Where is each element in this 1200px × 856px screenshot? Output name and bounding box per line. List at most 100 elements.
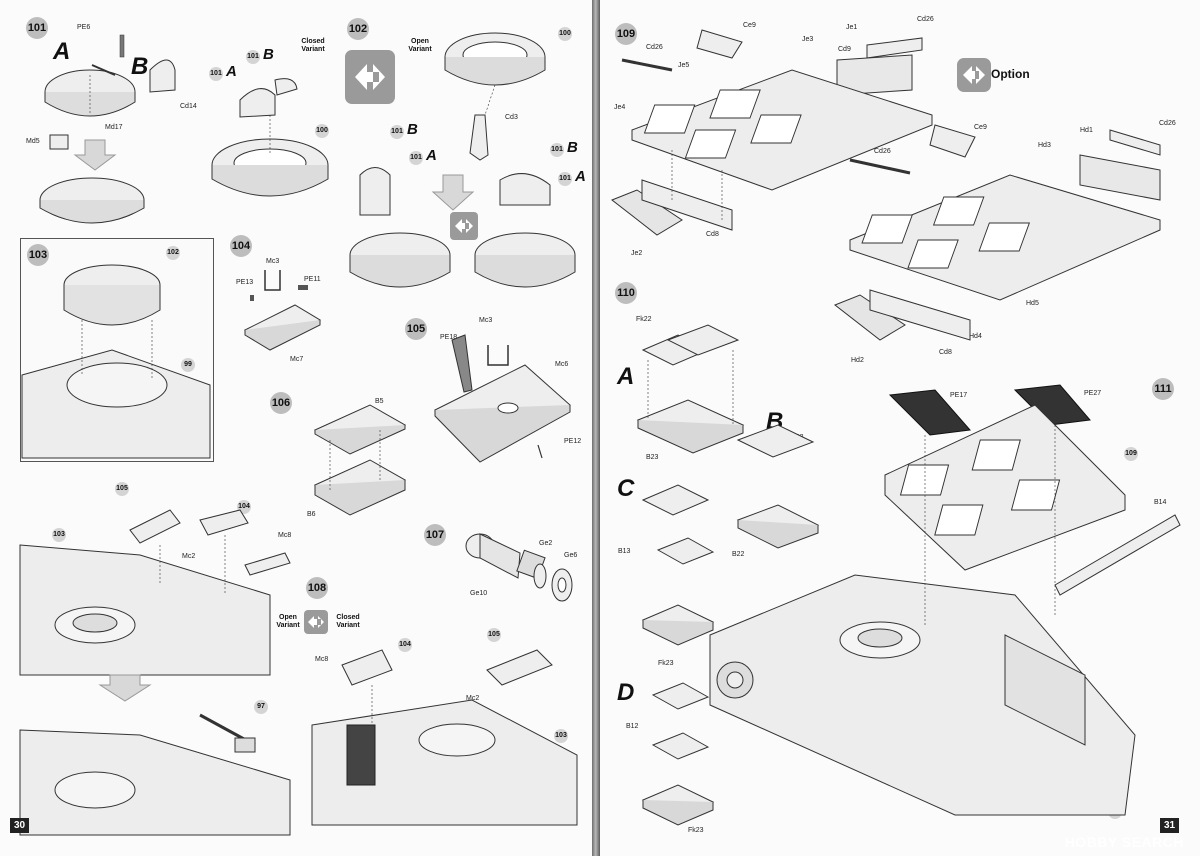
step-102-badge: 102 xyxy=(347,18,369,40)
part-label-mc2-108: Mc2 xyxy=(466,695,480,702)
part-label-ge2: Ge2 xyxy=(539,540,553,547)
step-106-badge: 106 xyxy=(270,392,292,414)
step-103-drawing xyxy=(21,264,211,459)
callout-101a-open-right-letter: A xyxy=(575,168,586,185)
right-page: 109 Option Cd26 Ce9 Je1 Cd26 Je3 Cd9 Je5… xyxy=(600,0,1200,856)
part-label-cd8-a: Cd8 xyxy=(706,231,719,238)
step-103-badge: 103 xyxy=(27,244,49,266)
part-label-ce9-a: Ce9 xyxy=(743,22,756,29)
part-label-b13: B13 xyxy=(618,548,631,555)
variant-option-icon xyxy=(345,50,395,104)
callout-109: 109 xyxy=(1124,447,1138,461)
part-label-cd26-c: Cd26 xyxy=(1159,120,1176,127)
part-label-pe12: PE12 xyxy=(564,438,582,445)
part-label-hd5: Hd5 xyxy=(1026,300,1039,307)
callout-101a-open: 101 xyxy=(409,151,423,165)
part-label-je3: Je3 xyxy=(802,36,814,43)
step-101-hatch-drawing xyxy=(39,34,176,224)
part-label-hd2: Hd2 xyxy=(851,357,864,364)
closed-variant-label-108: Closed Variant xyxy=(336,614,360,629)
step-110-sub-a: A xyxy=(617,363,635,390)
part-label-pe27: PE27 xyxy=(1084,390,1102,397)
part-label-mc7: Mc7 xyxy=(290,356,304,363)
step-110-sub-c: C xyxy=(617,475,635,502)
part-label-mc6: Mc6 xyxy=(555,361,569,368)
part-label-fk23-c: Fk23 xyxy=(658,660,674,667)
variant-option-icon-108 xyxy=(304,610,328,634)
callout-101a-letter: A xyxy=(226,63,237,80)
part-label-hd4: Hd4 xyxy=(969,333,982,340)
part-label-cd9-a: Cd9 xyxy=(838,46,851,53)
closed-variant-cupola-drawing xyxy=(211,78,329,197)
part-label-b12: B12 xyxy=(626,723,639,730)
part-label-je5: Je5 xyxy=(678,62,690,69)
part-label-md17: Md17 xyxy=(105,124,123,131)
step-109-deck-drawing xyxy=(611,29,933,236)
open-variant-cupola-drawing xyxy=(444,32,546,161)
step-108-badge: 108 xyxy=(306,577,328,599)
part-label-pe13: PE13 xyxy=(236,279,254,286)
callout-103-hull: 103 xyxy=(52,528,66,542)
option-icon xyxy=(957,58,991,92)
part-label-mc8-108: Mc8 xyxy=(315,656,329,663)
part-label-je1: Je1 xyxy=(846,24,858,31)
open-variant-label-108: Open Variant xyxy=(276,614,300,629)
step-105-badge: 105 xyxy=(405,318,427,340)
callout-101a-open-right: 101 xyxy=(558,172,572,186)
step-106-drawing xyxy=(313,404,407,516)
closed-variant-label: Closed Variant xyxy=(301,38,325,53)
callout-101b-open-letter: B xyxy=(407,121,418,138)
callout-104-108: 104 xyxy=(398,638,412,652)
callout-101a-open-letter: A xyxy=(426,147,437,164)
step-104-drawing xyxy=(243,270,322,351)
part-label-hd3: Hd3 xyxy=(1038,142,1051,149)
part-label-mc2: Mc2 xyxy=(182,553,196,560)
part-label-b23: B23 xyxy=(646,454,659,461)
step-111-badge: 111 xyxy=(1152,378,1174,400)
left-page: 101 A B PE6 Md17 Md5 Cd14 Closed Variant… xyxy=(0,0,592,856)
part-label-ge10: Ge10 xyxy=(470,590,488,597)
step-104-badge: 104 xyxy=(230,235,252,257)
step-110-hatches-drawing xyxy=(636,324,820,826)
part-label-hd1: Hd1 xyxy=(1080,127,1093,134)
open-variant-assembly-drawing xyxy=(349,167,576,288)
step-109-badge: 109 xyxy=(615,23,637,45)
book-spine xyxy=(592,0,600,856)
variant-option-icon-small xyxy=(450,212,478,240)
callout-100-closed: 100 xyxy=(315,124,329,138)
callout-101b-letter: B xyxy=(263,46,274,63)
step-107-badge: 107 xyxy=(424,524,446,546)
part-label-mc8: Mc8 xyxy=(278,532,292,539)
part-label-fk23-d: Fk23 xyxy=(688,827,704,834)
page-number-left: 30 xyxy=(10,818,30,833)
part-label-cd26-a: Cd26 xyxy=(646,44,663,51)
part-label-pe11: PE11 xyxy=(304,276,321,283)
part-label-b5: B5 xyxy=(375,398,384,405)
watermark: HOBBY SEARCH xyxy=(1064,834,1184,850)
part-label-md5: Md5 xyxy=(26,138,40,145)
callout-105-108: 105 xyxy=(487,628,501,642)
down-arrow-icon xyxy=(98,674,152,702)
part-label-b6: B6 xyxy=(307,511,316,518)
callout-102: 102 xyxy=(166,246,180,260)
option-label: Option xyxy=(991,67,1030,81)
part-label-je2: Je2 xyxy=(631,250,643,257)
part-label-mc3-105: Mc3 xyxy=(479,317,493,324)
callout-101a: 101 xyxy=(209,67,223,81)
callout-101b-open: 101 xyxy=(390,125,404,139)
callout-101b-open-right: 101 xyxy=(550,143,564,157)
step-101-badge: 101 xyxy=(26,17,48,39)
part-label-cd3: Cd3 xyxy=(505,114,518,121)
part-label-ge6: Ge6 xyxy=(564,552,578,559)
step-101-variant-b-label: B xyxy=(131,53,149,80)
part-label-cd8-b: Cd8 xyxy=(939,349,952,356)
callout-105-hull: 105 xyxy=(115,482,129,496)
part-label-pe18: PE18 xyxy=(440,334,458,341)
callout-100-open: 100 xyxy=(558,27,572,41)
part-label-ce9-b: Ce9 xyxy=(974,124,987,131)
step-110-sub-d: D xyxy=(617,679,635,706)
page-number-right: 31 xyxy=(1160,818,1180,833)
part-label-cd26-b: Cd26 xyxy=(917,16,934,23)
part-label-b22: B22 xyxy=(732,551,745,558)
step-105-drawing xyxy=(434,334,571,463)
